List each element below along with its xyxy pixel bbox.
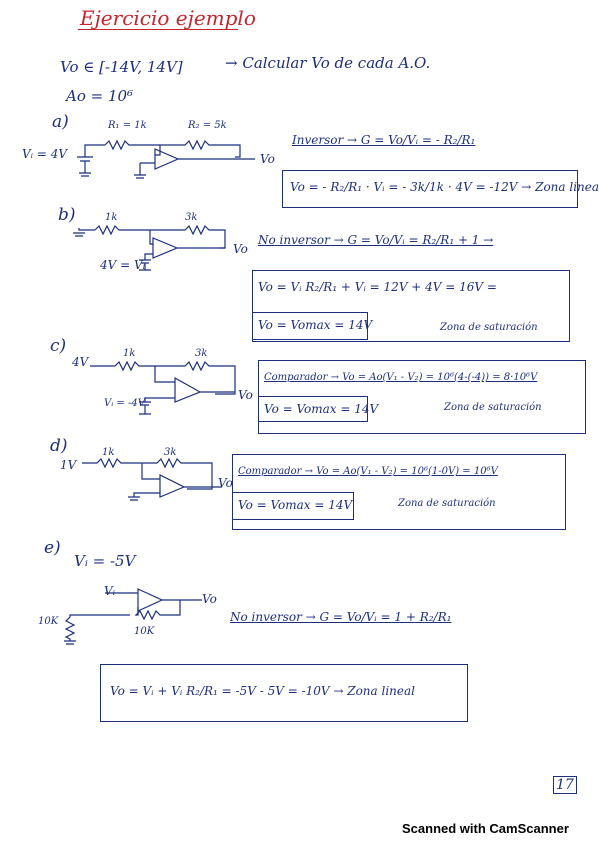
b-vo-label: Vo	[233, 242, 248, 256]
c-v1-label: 4V	[72, 355, 89, 369]
b-result-2: Vo = Vomax = 14V	[258, 318, 373, 332]
b-type-equation: No inversor → G = Vo/Vᵢ = R₂/R₁ + 1 →	[258, 233, 494, 247]
e-type-equation: No inversor → G = Vo/Vᵢ = 1 + R₂/R₁	[230, 610, 452, 624]
a-vi-label: Vᵢ = 4V	[22, 147, 68, 161]
d-vo-label: Vo	[218, 476, 233, 490]
c-result: Vo = Vomax = 14V	[264, 402, 379, 416]
circuit-e	[64, 588, 202, 645]
d-result-inner-box	[232, 492, 354, 520]
e-result-box	[100, 664, 468, 722]
a-type-equation: Inversor → G = Vo/Vᵢ = - R₂/R₁	[292, 133, 476, 147]
e-r2-label: 10K	[134, 626, 155, 637]
circuit-b: 1k 3k	[73, 212, 226, 271]
c-result-inner-box	[258, 396, 368, 422]
e-result: Vo = Vᵢ + Vᵢ R₂/R₁ = -5V - 5V = -10V → Z…	[110, 684, 416, 698]
part-e-label: e)	[44, 538, 61, 558]
b-vi-label: 4V = Vᵢ	[100, 258, 146, 272]
d-v1-label: 1V	[60, 458, 77, 472]
a-result-box	[282, 170, 578, 208]
c-vi-label: Vᵢ = -4V	[104, 398, 145, 409]
d-note: Zona de saturación	[398, 498, 496, 509]
b-result-box	[252, 270, 570, 342]
a-result: Vo = - R₂/R₁ · Vᵢ = - 3k/1k · 4V = -12V …	[290, 180, 599, 194]
c-vo-label: Vo	[238, 388, 253, 402]
scanner-footer: Scanned with CamScanner	[402, 821, 569, 836]
c-r2-label: 3k	[195, 348, 207, 359]
d-r2-label: 3k	[164, 447, 176, 458]
c-type-equation: Comparador → Vo = Ao(V₁ - V₂) = 10⁶(4-(-…	[264, 372, 538, 383]
e-vi-given: Vᵢ = -5V	[74, 552, 136, 570]
e-vi-label: Vᵢ	[104, 584, 116, 598]
b-note: Zona de saturación	[440, 322, 538, 333]
open-loop-gain: Ao = 10⁶	[66, 87, 134, 105]
part-b-label: b)	[58, 205, 76, 225]
circuit-d: 1k 3k	[82, 447, 222, 501]
b-r1-label: 1k	[105, 212, 117, 223]
a-vo-label: Vo	[260, 152, 275, 166]
b-result-1: Vo = Vᵢ R₂/R₁ + Vᵢ = 12V + 4V = 16V =	[258, 280, 497, 294]
d-result: Vo = Vomax = 14V	[238, 498, 353, 512]
page-number: 17	[553, 776, 577, 794]
page-title: Ejercicio ejemplo	[80, 6, 256, 30]
e-r1-label: 10K	[38, 616, 59, 627]
title-underline	[78, 29, 238, 30]
c-note: Zona de saturación	[444, 402, 542, 413]
c-r1-label: 1k	[123, 348, 135, 359]
task-statement: → Calcular Vo de cada A.O.	[225, 54, 431, 72]
circuit-c: 1k 3k	[90, 348, 236, 415]
part-a-label: a)	[52, 112, 69, 132]
r1-label: R₁ = 1k	[107, 120, 147, 131]
part-c-label: c)	[50, 336, 67, 356]
r2-label: R₂ = 5k	[187, 120, 227, 131]
d-type-equation: Comparador → Vo = Ao(V₁ - V₂) = 10⁶(1-0V…	[238, 466, 498, 477]
circuit-a: R₁ = 1k R₂ = 5k	[77, 120, 255, 179]
part-d-label: d)	[50, 436, 68, 456]
b-r2-label: 3k	[185, 212, 197, 223]
e-vo-label: Vo	[202, 592, 217, 606]
b-result-2-box	[252, 312, 368, 340]
vo-range: Vo ∈ [-14V, 14V]	[60, 58, 183, 76]
d-r1-label: 1k	[102, 447, 114, 458]
